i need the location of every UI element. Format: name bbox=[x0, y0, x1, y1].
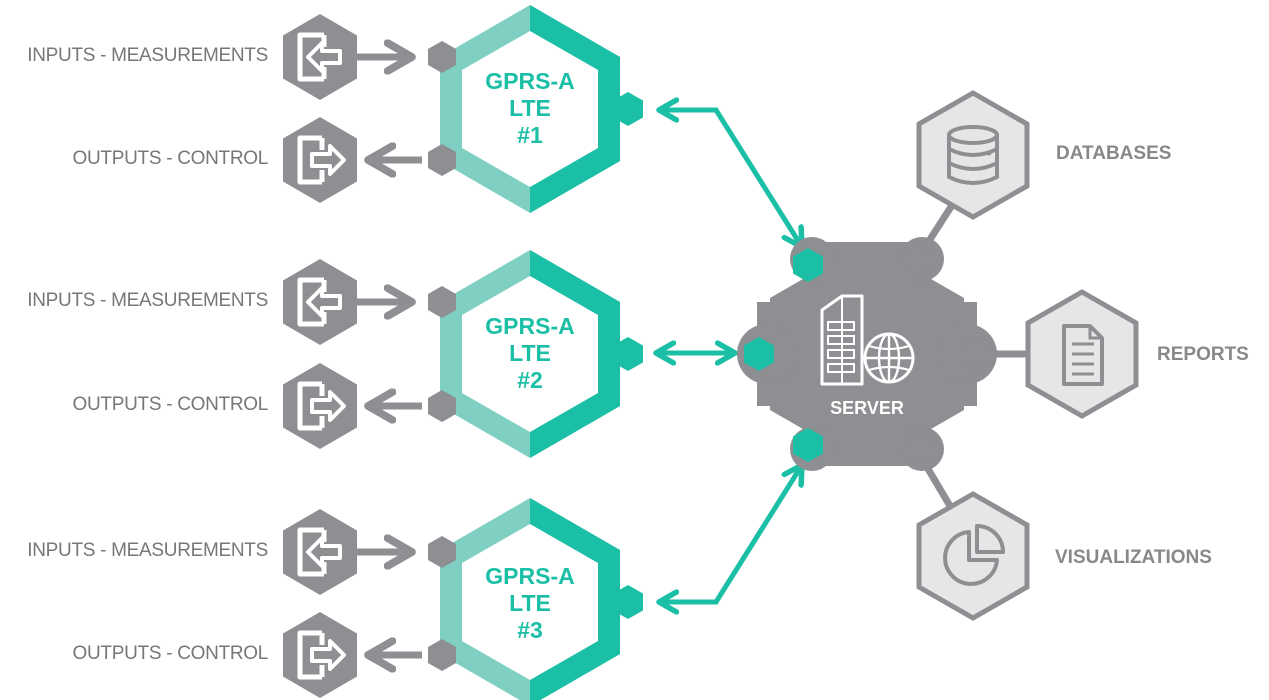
device-3-number: #3 bbox=[517, 617, 543, 643]
device-1-number: #1 bbox=[517, 122, 543, 148]
server-label: SERVER bbox=[830, 398, 904, 418]
device-1-output-port bbox=[428, 144, 456, 176]
device-1-type: LTE bbox=[509, 95, 551, 121]
sign-in-icon bbox=[283, 509, 357, 595]
sign-in-icon bbox=[283, 259, 357, 345]
server-tower-icon bbox=[820, 294, 864, 386]
io-arrows bbox=[356, 57, 422, 655]
devices bbox=[440, 5, 620, 700]
server-port-reports bbox=[961, 337, 991, 371]
server-port-device-1 bbox=[793, 248, 823, 282]
visualizations-label: VISUALIZATIONS bbox=[1055, 547, 1212, 568]
sign-out-icon bbox=[283, 117, 357, 203]
document-icon bbox=[1025, 289, 1139, 419]
device-3-input-port bbox=[428, 536, 456, 568]
device-1-name: GPRS-A bbox=[485, 68, 575, 94]
server-ports bbox=[744, 243, 991, 467]
server-port-device-2 bbox=[744, 337, 774, 371]
device-server-links bbox=[656, 110, 802, 602]
device-hex-3 bbox=[440, 498, 620, 700]
device-2-label: GPRS-A LTE #2 bbox=[475, 313, 585, 394]
device-1-label: GPRS-A LTE #1 bbox=[475, 68, 585, 149]
device-ports bbox=[428, 41, 643, 671]
sign-out-icon bbox=[283, 612, 357, 698]
output-label-1: OUTPUTS - CONTROL bbox=[72, 148, 269, 169]
device-2-name: GPRS-A bbox=[485, 313, 575, 339]
server-port-device-3 bbox=[793, 428, 823, 462]
reports-label: REPORTS bbox=[1157, 344, 1249, 365]
device-2-input-port bbox=[428, 286, 456, 318]
input-label-2: INPUTS - MEASUREMENTS bbox=[27, 290, 268, 311]
device-2-output-port bbox=[428, 390, 456, 422]
device-1-input-port bbox=[428, 41, 456, 73]
device-3-output-port bbox=[428, 639, 456, 671]
device-hex-2 bbox=[440, 250, 620, 458]
link-device-3-server-diag bbox=[713, 465, 802, 604]
device-3-type: LTE bbox=[509, 590, 551, 616]
database-icon bbox=[916, 90, 1030, 220]
input-label-3: INPUTS - MEASUREMENTS bbox=[27, 540, 268, 561]
globe-icon bbox=[863, 332, 915, 384]
sign-out-icon bbox=[283, 363, 357, 449]
device-3-server-port bbox=[613, 585, 643, 619]
output-label-2: OUTPUTS - CONTROL bbox=[72, 394, 269, 415]
device-2-type: LTE bbox=[509, 340, 551, 366]
pie-chart-icon bbox=[916, 491, 1030, 621]
io-icons bbox=[283, 14, 357, 698]
device-3-label: GPRS-A LTE #3 bbox=[475, 563, 585, 644]
server-port-databases bbox=[903, 243, 933, 277]
device-2-server-port bbox=[613, 337, 643, 371]
databases-label: DATABASES bbox=[1056, 143, 1172, 164]
input-label-1: INPUTS - MEASUREMENTS bbox=[27, 45, 268, 66]
device-hex-1 bbox=[440, 5, 620, 213]
device-2-number: #2 bbox=[517, 367, 543, 393]
sign-in-icon bbox=[283, 14, 357, 100]
device-3-name: GPRS-A bbox=[485, 563, 575, 589]
output-label-3: OUTPUTS - CONTROL bbox=[72, 643, 269, 664]
server-port-visualizations bbox=[903, 433, 933, 467]
link-device-1-server-diag bbox=[713, 108, 802, 247]
device-1-server-port bbox=[613, 92, 643, 126]
